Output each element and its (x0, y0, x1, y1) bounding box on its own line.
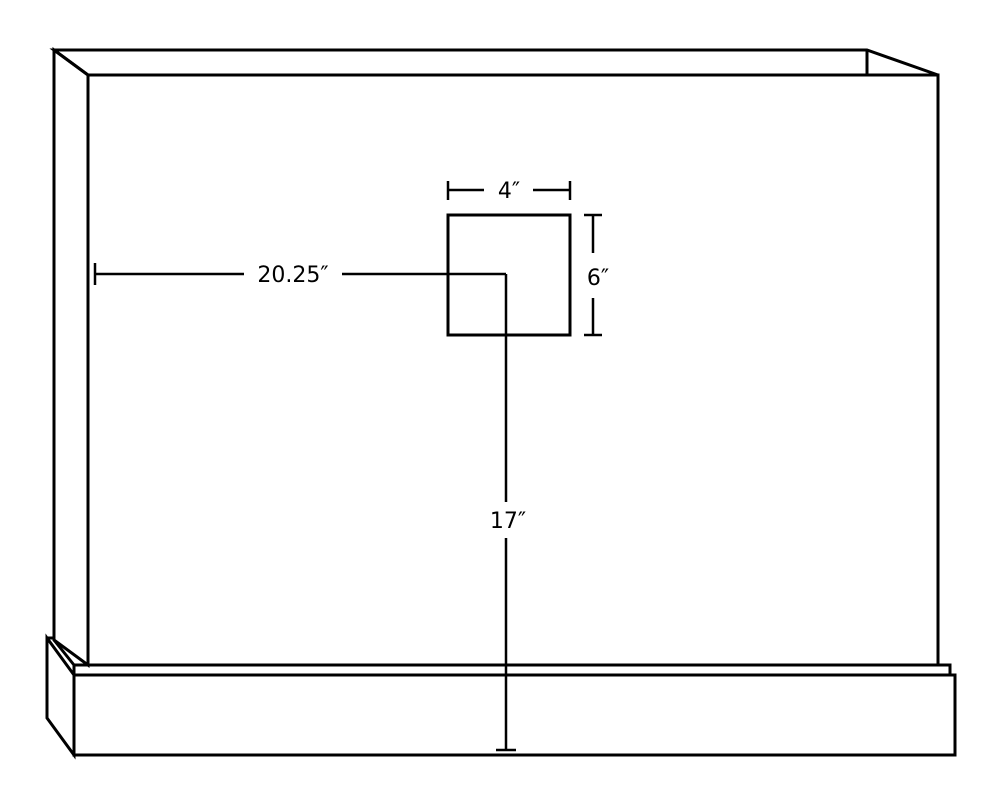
cabinet-front-face (86, 73, 940, 667)
cutout-height-dimension: 6″ (584, 213, 609, 337)
cutout-width-dimension: 4″ (446, 179, 572, 204)
side-offset-label: 20.25″ (257, 263, 328, 288)
floor-height-label: 17″ (490, 509, 526, 534)
cabinet-plinth (45, 633, 957, 760)
cabinet-top (49, 48, 939, 77)
side-offset-dimension: 20.25″ (93, 263, 506, 288)
plinth-corner-bevel (52, 639, 76, 666)
cutout-height-label: 6″ (587, 266, 609, 291)
cabinet-top-face (49, 48, 939, 77)
cutout-width-label: 4″ (498, 179, 520, 204)
plinth-left-side (45, 633, 76, 760)
cabinet-left-side (52, 47, 90, 668)
floor-height-dimension: 17″ (490, 274, 526, 752)
plinth-front (72, 673, 957, 757)
base-top-lip (74, 663, 952, 675)
